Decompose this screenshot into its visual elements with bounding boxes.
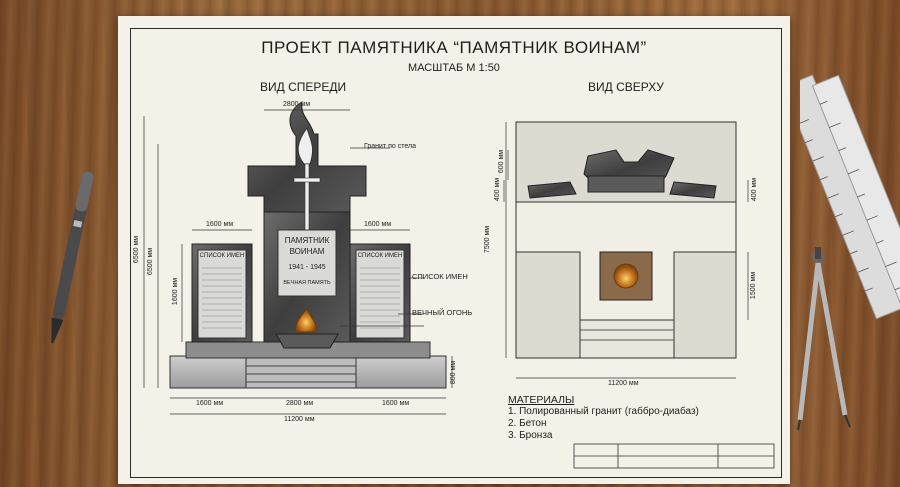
ruler (800, 74, 900, 320)
dim-total-width: 11200 мм (284, 416, 315, 423)
dim-total-height-b: 6500 мм (147, 247, 155, 276)
plaque-line2: ВОИНАМ (289, 247, 325, 256)
dim-1500: 1500 мм (750, 271, 758, 300)
dim-total-height-a: 6500 мм (133, 235, 141, 264)
dim-bottom-right: 1600 мм (382, 400, 410, 407)
front-view-drawing (143, 101, 453, 415)
drawing-frame (130, 28, 782, 478)
panel-heading-left: СПИСОК ИМЕН (199, 253, 245, 259)
dim-panel-height: 1600 мм (172, 277, 180, 306)
plaque-line1: ПАМЯТНИК (284, 236, 330, 245)
callout-names: СПИСОК ИМЕН (412, 272, 468, 281)
callout-flame: ВЕЧНЫЙ ОГОНЬ (412, 308, 473, 317)
panel-heading-right: СПИСОК ИМЕН (357, 253, 403, 259)
materials-heading: МАТЕРИАЛЫ (508, 394, 575, 406)
title-block (573, 443, 775, 469)
callout-granite: Гранит по стела (364, 143, 417, 150)
plaque-footer: ВЕЧНАЯ ПАМЯТЬ (283, 280, 331, 286)
material-item: 2. Бетон (508, 418, 547, 429)
dim-left-panel: 1600 мм (206, 221, 234, 228)
dim-top-width: 2800 мм (283, 101, 311, 108)
dim-bottom-left: 1600 мм (196, 400, 224, 407)
scale-label: МАСШТАБ М 1:50 (408, 62, 500, 74)
compass (797, 247, 851, 431)
plaque-years: 1941 - 1945 (288, 264, 326, 271)
technical-drawing (143, 101, 775, 469)
top-view-label: ВИД СВЕРХУ (588, 80, 664, 94)
dim-height-7500: 7500 мм (484, 225, 492, 254)
dim-width-11200: 11200 мм (608, 380, 639, 387)
dim-400-right: 400 мм (751, 177, 759, 202)
front-view-label: ВИД СПЕРЕДИ (260, 80, 347, 94)
dim-base-height: 800 мм (450, 360, 458, 385)
dim-bottom-center: 2800 мм (286, 400, 314, 407)
material-item: 3. Бронза (508, 430, 553, 441)
dim-right-panel: 1600 мм (364, 221, 392, 228)
top-view-drawing (503, 121, 749, 379)
drawing-sheet: ПРОЕКТ ПАМЯТНИКА “ПАМЯТНИК ВОИНАМ” МАСШТ… (118, 16, 790, 484)
sheet-title: ПРОЕКТ ПАМЯТНИКА “ПАМЯТНИК ВОИНАМ” (261, 38, 647, 57)
pen (51, 171, 94, 344)
materials-list: МАТЕРИАЛЫ 1. Полированный гранит (габбро… (508, 394, 699, 442)
dim-600: 600 мм (498, 149, 506, 174)
material-item: 1. Полированный гранит (габбро-диабаз) (508, 406, 699, 417)
dim-400-left: 400 мм (494, 177, 502, 202)
